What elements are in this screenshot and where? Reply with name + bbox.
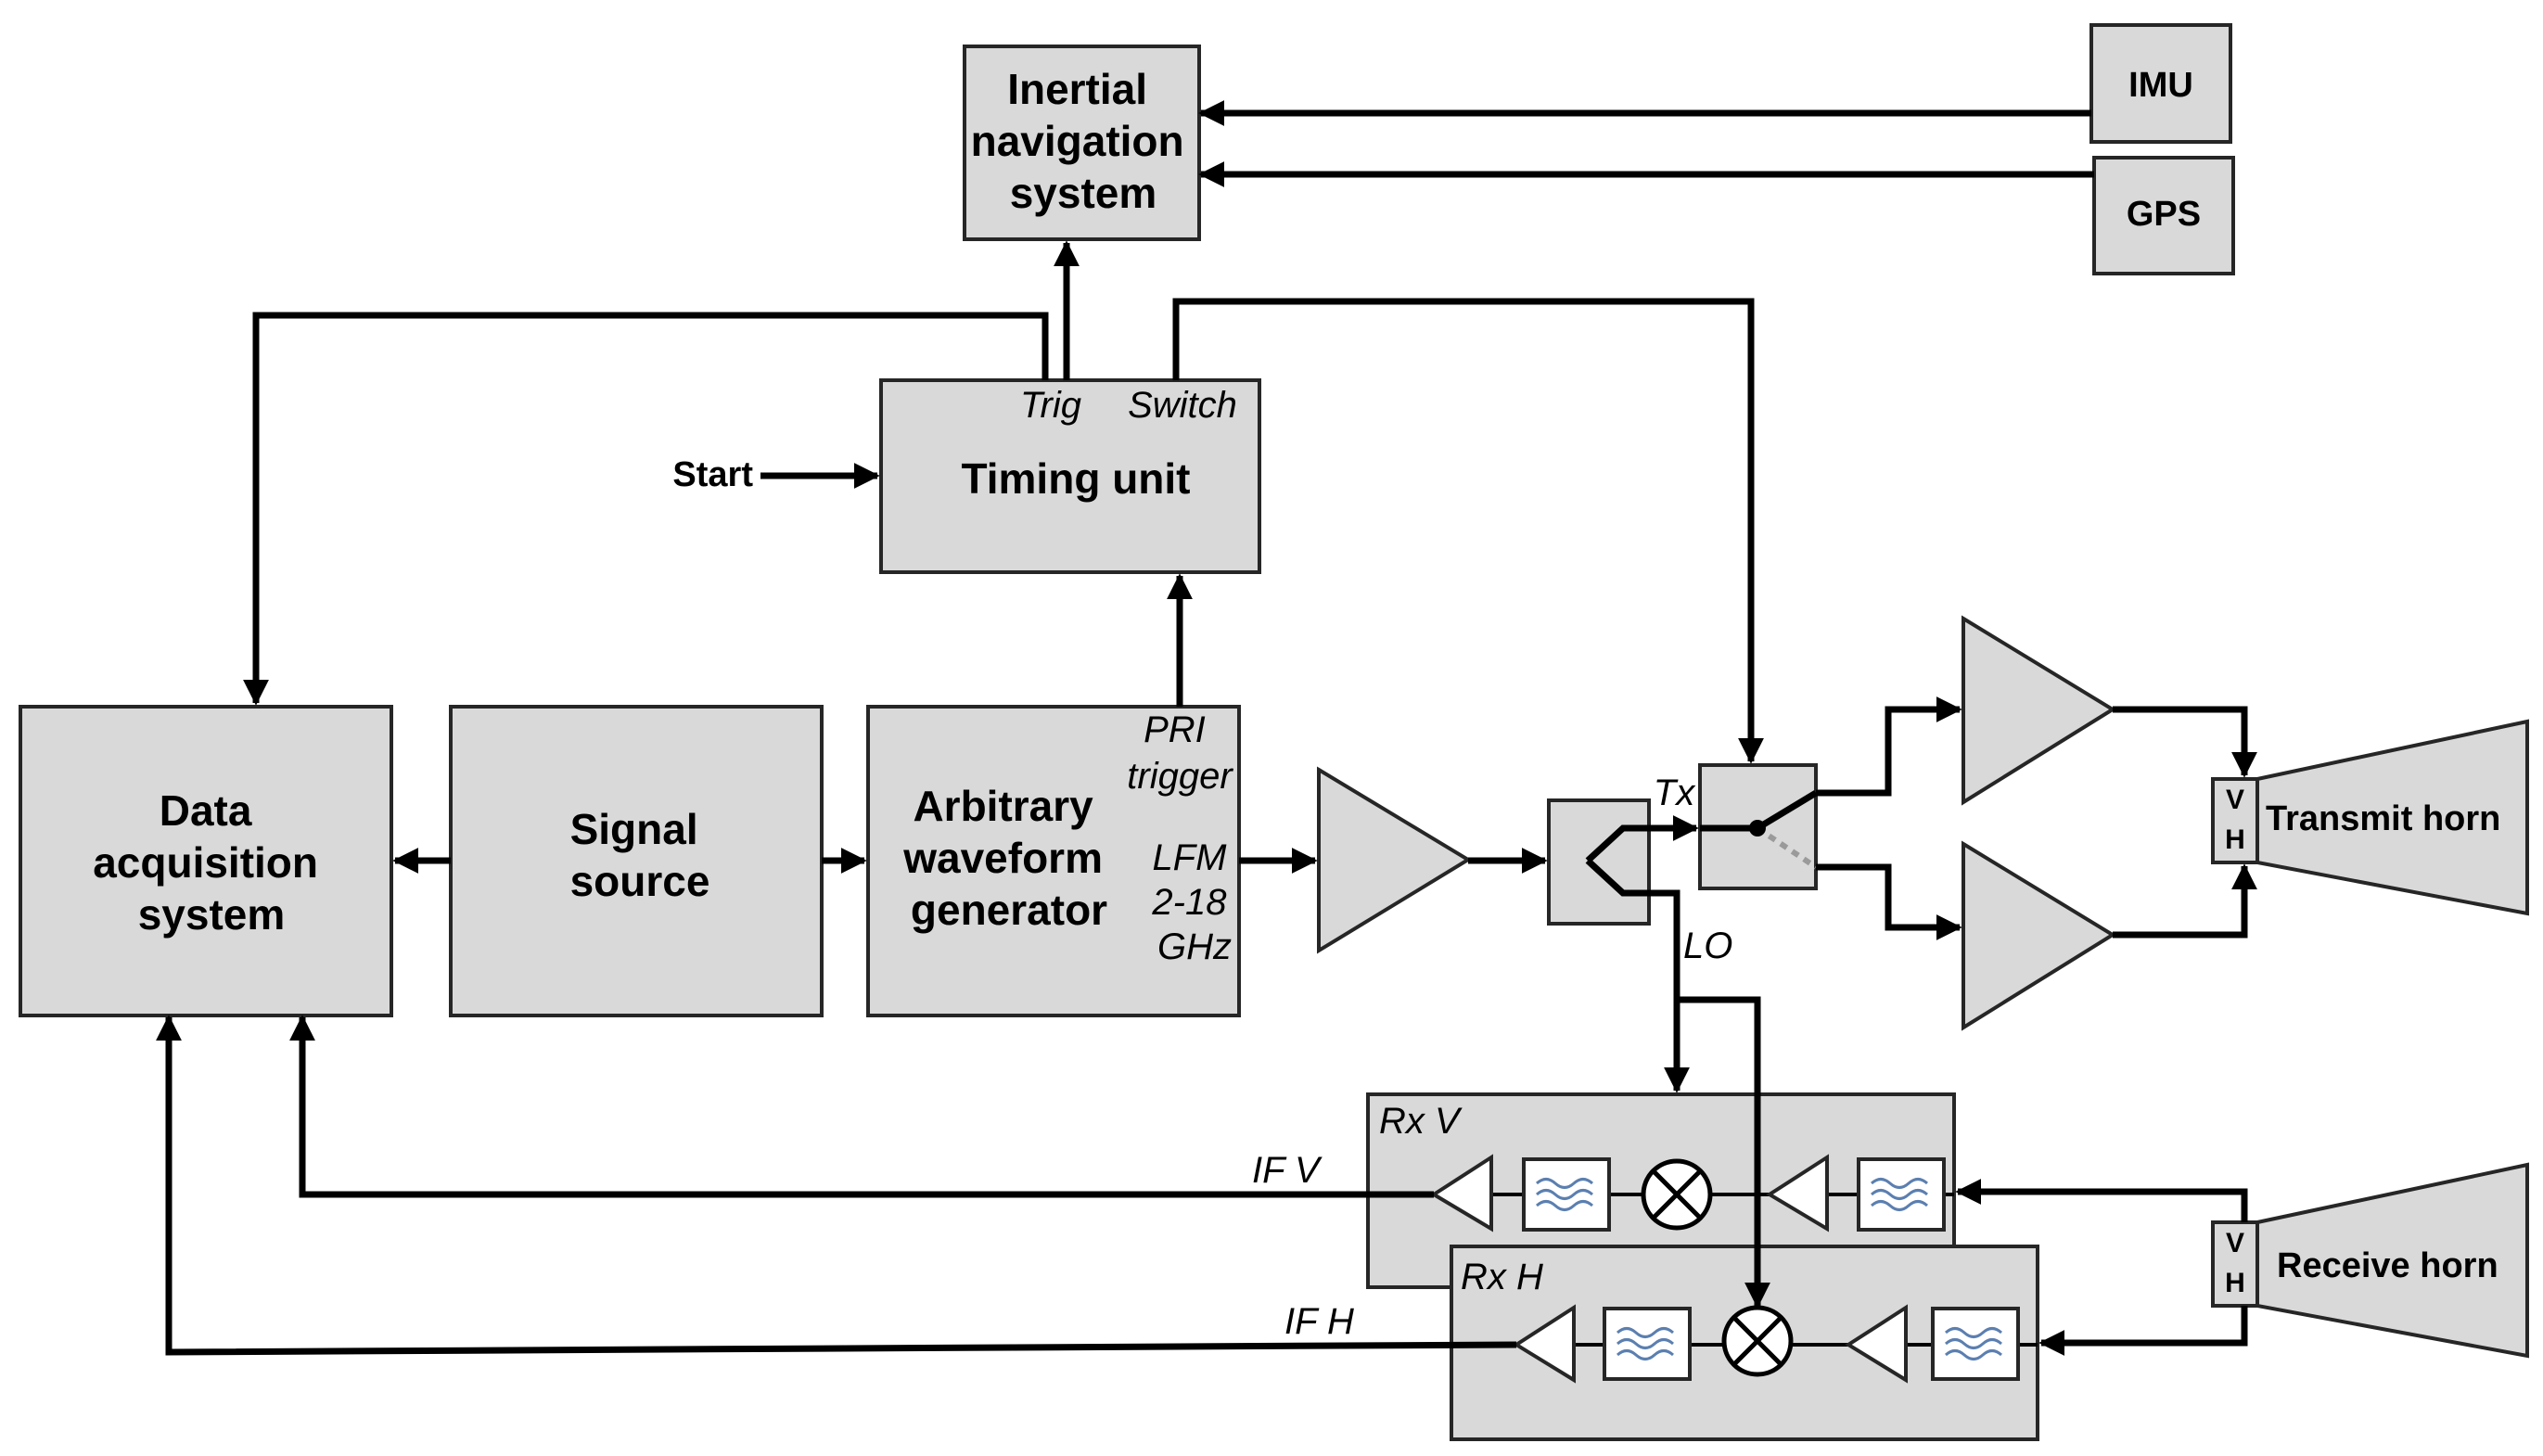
rx-v-label: Rx V xyxy=(1379,1101,1463,1142)
tx-h-amplifier-icon xyxy=(1962,840,2116,1031)
transmit-horn-icon xyxy=(2255,719,2529,916)
rxh-if-amp-icon xyxy=(1513,1304,1576,1384)
lfm-label-3: GHz xyxy=(1157,926,1232,967)
lfm-label-2: 2-18 xyxy=(1151,882,1227,923)
imu-label: IMU xyxy=(2128,66,2193,105)
receive-v-label: V xyxy=(2226,1228,2244,1258)
rxh-lna-icon xyxy=(1845,1304,1908,1384)
switch-pivot-dot xyxy=(1749,820,1766,837)
pri-label-2: trigger xyxy=(1127,756,1233,797)
switch-control-line xyxy=(1172,298,1764,764)
receive-horn-label: Receive horn xyxy=(2277,1246,2498,1285)
amplifier-icon xyxy=(1317,766,1472,954)
svg-text:LFM 2-18 GHz: LFM 2-18 GHz xyxy=(1151,837,1236,967)
rxhorn-to-rxv-line xyxy=(1955,1179,2248,1222)
switch-arm xyxy=(1756,790,1818,831)
receive-h-label: H xyxy=(2225,1268,2245,1298)
rxh-filter-2 xyxy=(1931,1307,2020,1381)
if-h-line xyxy=(156,1015,1517,1356)
signal-source-label-2: source xyxy=(570,857,710,905)
awg-block xyxy=(866,705,1241,1017)
trig-to-daq-line xyxy=(243,312,1049,706)
rxhorn-to-rxh-line xyxy=(2038,1306,2248,1356)
signal-source-block xyxy=(449,705,824,1017)
splitter-box xyxy=(1547,798,1651,926)
data-acquisition-block xyxy=(19,705,393,1017)
daq-label-1: Data xyxy=(160,786,252,835)
rxh-filter-1-icon xyxy=(1616,1327,1675,1360)
pri-label-1: PRI xyxy=(1144,709,1206,750)
tx-v-amplifier-icon xyxy=(1962,615,2116,806)
if-h-label: IF H xyxy=(1284,1301,1354,1342)
transmit-h-label: H xyxy=(2225,824,2245,855)
timing-unit-label: Timing unit xyxy=(961,454,1190,503)
transmit-v-label: V xyxy=(2226,785,2244,815)
rxv-filter-1-icon xyxy=(1535,1178,1594,1211)
if-v-line xyxy=(289,1015,1434,1198)
svg-text:PRI trigger: PRI trigger xyxy=(1127,709,1233,797)
ins-block xyxy=(963,45,1201,241)
switch-label: Switch xyxy=(1128,385,1237,426)
rxv-if-amp-icon xyxy=(1430,1154,1493,1232)
imu-block xyxy=(2089,23,2232,144)
daq-label-3: system xyxy=(138,890,286,939)
awg-label-2: waveform xyxy=(902,834,1103,882)
daq-label-2: acquisition xyxy=(93,838,318,887)
rxh-filter-1 xyxy=(1603,1307,1692,1381)
rxv-filter-2 xyxy=(1857,1157,1946,1232)
awg-label-1: Arbitrary xyxy=(913,782,1093,830)
switch-off-position xyxy=(1756,825,1818,870)
switch-to-v-amp-line xyxy=(1816,696,1962,797)
ins-label-3: system xyxy=(1010,169,1157,217)
lfm-label-1: LFM xyxy=(1152,837,1227,878)
switch-to-h-amp-line xyxy=(1816,863,1962,940)
signal-source-label-1: Signal xyxy=(570,805,698,853)
start-label: Start xyxy=(672,455,753,494)
gps-block xyxy=(2092,156,2235,275)
svg-text:Signal source: Signal source xyxy=(570,805,710,905)
gps-label: GPS xyxy=(2127,195,2201,234)
transmit-horn-label: Transmit horn xyxy=(2266,799,2500,838)
ins-label-1: Inertial xyxy=(1007,65,1147,113)
trig-label: Trig xyxy=(1020,385,1081,426)
rxh-mixer-cross xyxy=(1732,1316,1783,1366)
v-amp-to-horn-line xyxy=(2113,706,2257,778)
svg-text:Inertial navigation sy: Inertial navigation system xyxy=(971,65,1196,217)
splitter-internal xyxy=(1585,824,1649,897)
rxv-mixer-cross xyxy=(1652,1169,1702,1220)
timing-unit-block xyxy=(879,378,1261,574)
rxv-filter-1 xyxy=(1522,1157,1611,1232)
if-v-label: IF V xyxy=(1252,1150,1323,1191)
h-amp-to-horn-line xyxy=(2113,863,2257,939)
receive-horn-icon xyxy=(2255,1162,2529,1359)
ins-label-2: navigation xyxy=(971,117,1184,165)
svg-text:Data acquisition syste: Data acquisition system xyxy=(93,786,330,939)
lo-label: LO xyxy=(1683,926,1732,966)
rxv-filter-2-icon xyxy=(1870,1178,1929,1211)
svg-text:Arbitrary waveform gen: Arbitrary waveform generator xyxy=(902,782,1115,934)
awg-label-3: generator xyxy=(911,886,1107,934)
rx-h-label: Rx H xyxy=(1461,1257,1543,1297)
rxh-filter-2-icon xyxy=(1944,1327,2003,1360)
rxv-lna-icon xyxy=(1766,1154,1829,1232)
tx-label: Tx xyxy=(1654,773,1696,813)
